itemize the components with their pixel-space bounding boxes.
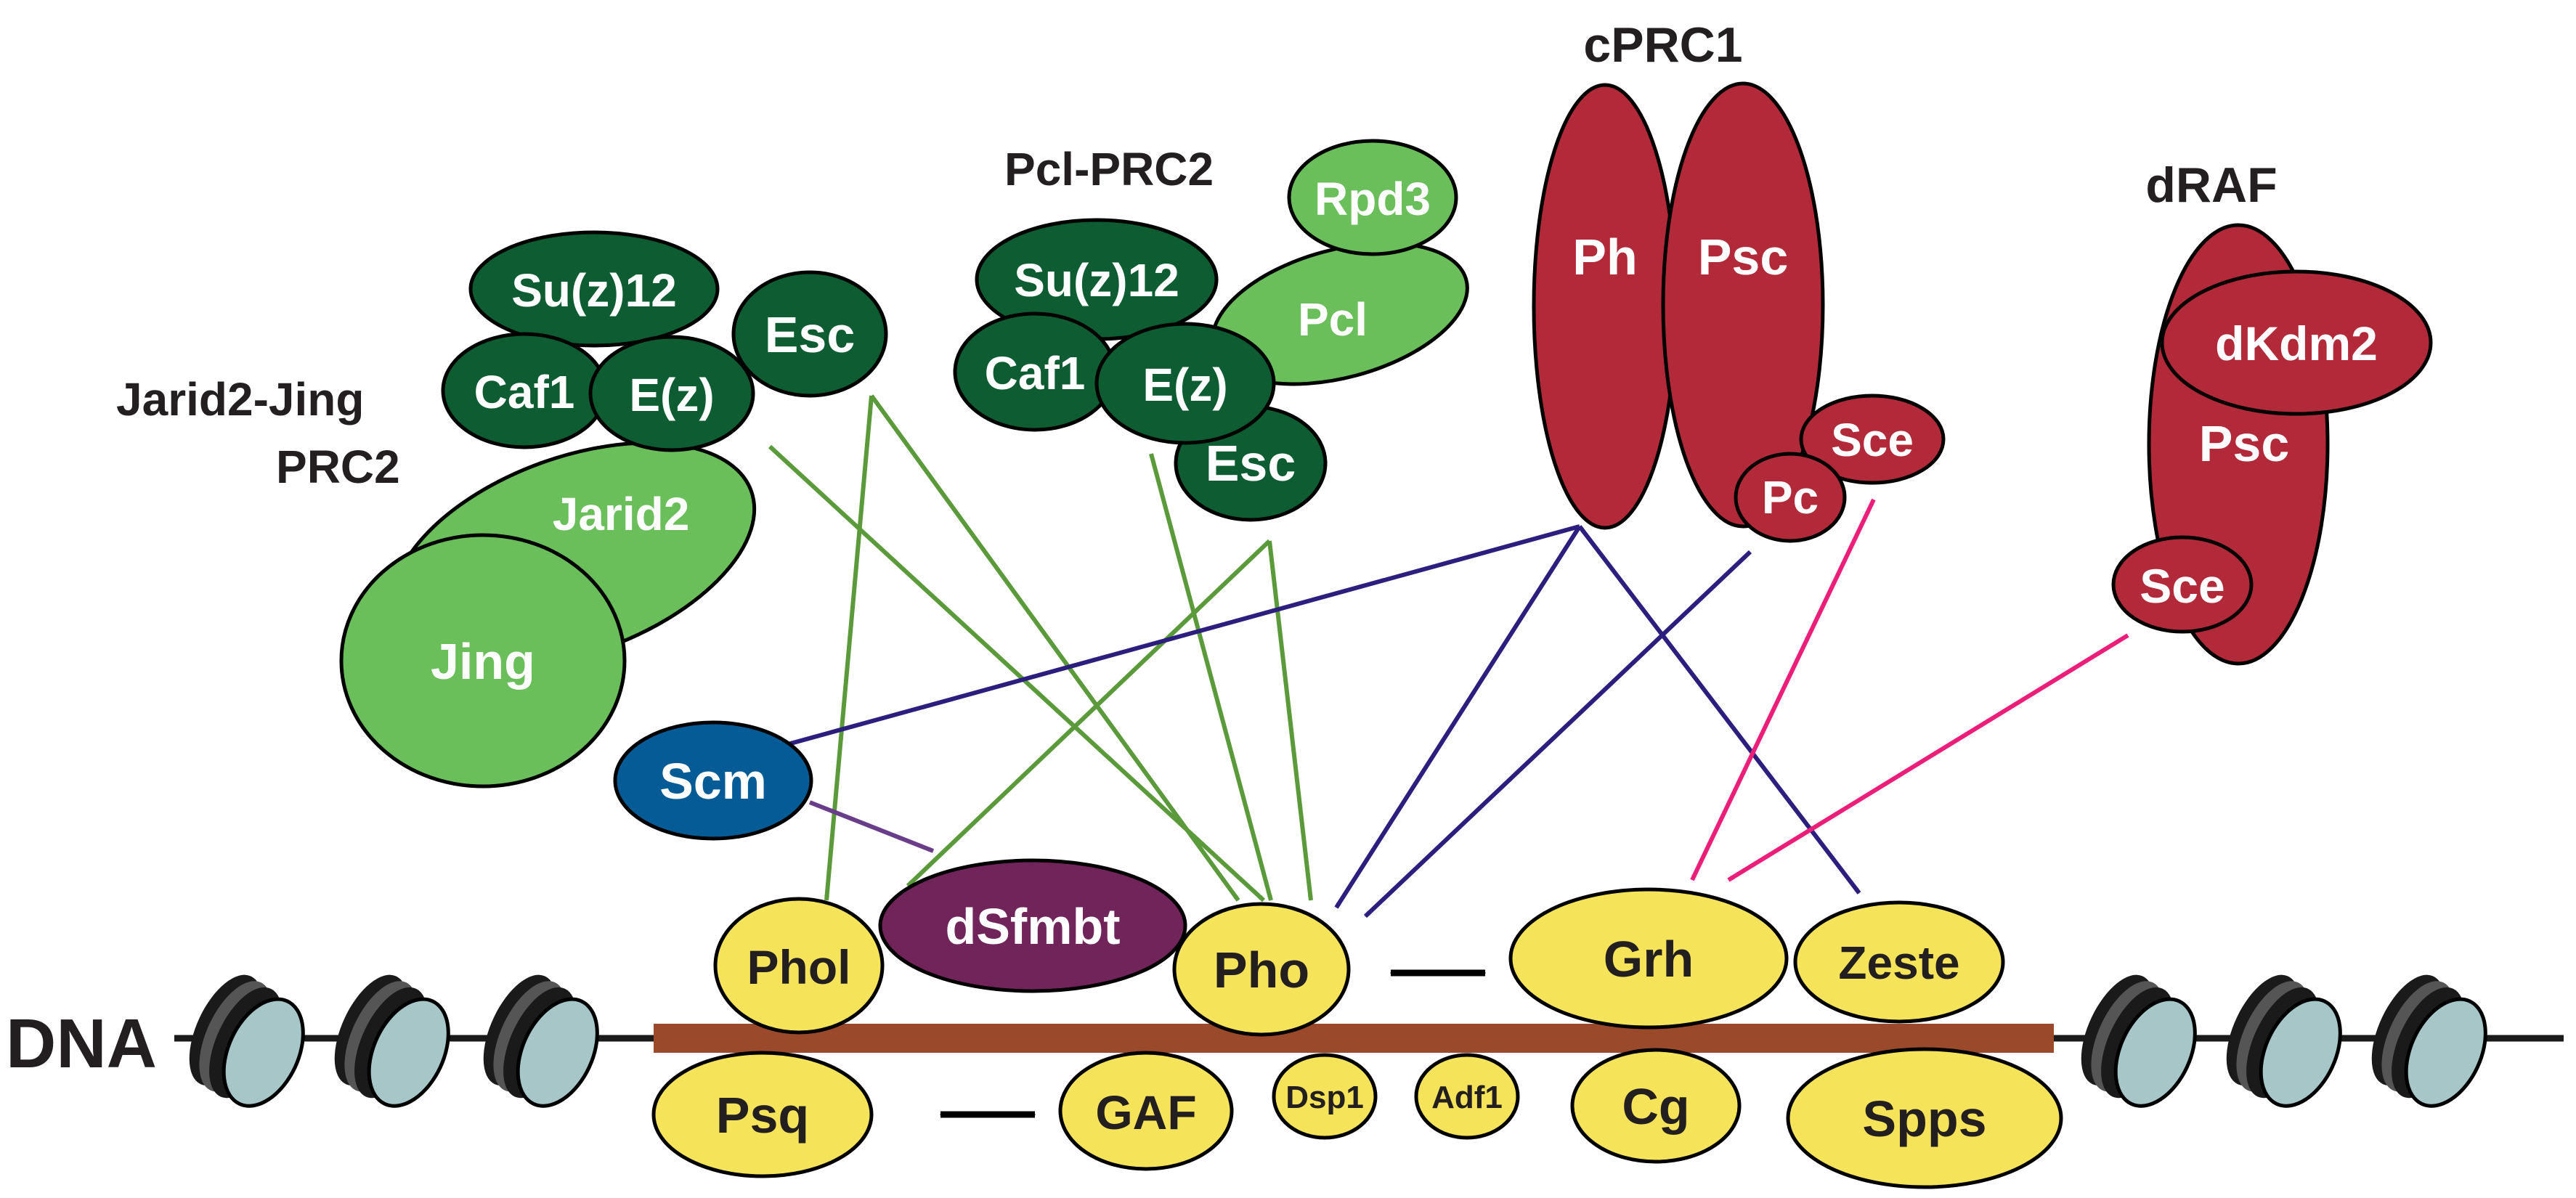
psc-label: Psc xyxy=(1698,229,1789,285)
arrow-draf-sce-to-grh xyxy=(1727,633,2129,882)
jarid2-jing-prc2-complex: Jarid2-Jing PRC2 Jarid2 Jing Esc Su(z)12… xyxy=(116,230,888,789)
rpd3-node xyxy=(1287,139,1458,256)
zeste-label: Zeste xyxy=(1838,937,1959,989)
ez-node xyxy=(1094,322,1276,445)
dna-label: DNA xyxy=(6,1005,157,1083)
zeste-node xyxy=(1793,900,2005,1024)
sce-label: Sce xyxy=(1831,414,1914,466)
scm-label: Scm xyxy=(659,753,767,810)
pcl-label: Pcl xyxy=(1298,293,1368,346)
rpd3-label: Rpd3 xyxy=(1315,173,1431,225)
scm-node xyxy=(613,720,813,841)
jing-node xyxy=(339,533,627,789)
jarid2-label: Jarid2 xyxy=(553,488,690,540)
draf-complex: dRAF Psc dKdm2 Sce xyxy=(2111,158,2433,666)
arrows-sce xyxy=(1690,498,2129,882)
cprc1-title: cPRC1 xyxy=(1583,17,1742,73)
pho-label: Pho xyxy=(1214,942,1309,998)
draf-title: dRAF xyxy=(2145,158,2277,213)
jing-label: Jing xyxy=(431,633,535,690)
nucleosome xyxy=(189,974,305,1108)
nucleosome xyxy=(2226,974,2342,1108)
ph-node xyxy=(1532,83,1678,530)
esc-label: Esc xyxy=(1206,435,1296,492)
nucleosome xyxy=(2081,974,2197,1108)
dsp1-node xyxy=(1272,1053,1378,1140)
nucleosomes-left xyxy=(189,974,599,1108)
caf1-label: Caf1 xyxy=(985,347,1086,399)
ez-label: E(z) xyxy=(1142,359,1227,411)
cg-label: Cg xyxy=(1622,1078,1689,1135)
arrow-scm-to-dsfmbt xyxy=(808,800,935,853)
cg-node xyxy=(1570,1048,1742,1164)
ez-node xyxy=(588,335,755,452)
sce-label: Sce xyxy=(2140,559,2224,613)
pho-node xyxy=(1172,902,1351,1037)
grh-label: Grh xyxy=(1604,931,1694,987)
arrow-sce-to-grh xyxy=(1690,498,1876,881)
ez-label: E(z) xyxy=(629,369,714,421)
nucleosomes-right xyxy=(2081,974,2487,1108)
arrow-pc-to-pho xyxy=(1363,550,1752,918)
gaf-label: GAF xyxy=(1095,1085,1196,1139)
adf1-node xyxy=(1414,1053,1520,1140)
arrow-cprc1-to-scm xyxy=(787,524,1580,746)
arrows-prc1 xyxy=(787,524,1861,918)
sce-node xyxy=(2111,535,2254,634)
arrow-esc-to-phol xyxy=(824,395,874,901)
cprc1-complex: cPRC1 Ph Psc Sce Pc xyxy=(1532,17,1946,543)
arrow-cprc1-to-zeste xyxy=(1577,525,1861,895)
dsfmbt-label: dSfmbt xyxy=(945,898,1120,955)
dna-binding-region-bar xyxy=(654,1024,2054,1053)
pcl-prc2-complex: Pcl-PRC2 Pcl Rpd3 Su(z)12 Esc Caf1 E(z) xyxy=(953,139,1469,522)
dna-binding-proteins-lower: Psq GAF Dsp1 Adf1 Cg Spps xyxy=(651,1047,2063,1189)
caf1-label: Caf1 xyxy=(474,366,575,418)
psc-node xyxy=(1661,81,1825,529)
phol-label: Phol xyxy=(747,940,851,994)
esc-label: Esc xyxy=(765,306,856,363)
jarid2-jing-prc2-title-line2: PRC2 xyxy=(276,441,400,493)
nucleosome xyxy=(483,974,599,1108)
grh-node xyxy=(1508,887,1789,1030)
adf1-label: Adf1 xyxy=(1431,1080,1503,1115)
nucleosome xyxy=(334,974,450,1108)
phol-node xyxy=(713,897,885,1035)
arrow-esc-to-pho xyxy=(869,394,1240,902)
psc-label: Psc xyxy=(2199,415,2290,472)
esc-node xyxy=(731,270,888,398)
arrow-pcl-esc-to-pho xyxy=(1267,540,1313,901)
dkdm2-node xyxy=(2160,269,2433,416)
pc-node xyxy=(1734,452,1847,543)
psq-label: Psq xyxy=(716,1087,809,1144)
arrow-pcl-esc-to-dsfmbt xyxy=(906,539,1272,888)
gaf-node xyxy=(1058,1051,1234,1171)
arrow-cprc1-to-pho xyxy=(1334,525,1582,909)
arrows-prc2 xyxy=(768,394,1313,902)
nucleosome xyxy=(2371,974,2487,1108)
psq-node xyxy=(651,1051,874,1178)
sce-node xyxy=(1799,394,1946,485)
ph-label: Ph xyxy=(1572,229,1637,285)
suz12-label: Su(z)12 xyxy=(1014,254,1179,306)
arrow-ez-to-pho xyxy=(768,444,1266,902)
dsfmbt-node xyxy=(878,858,1187,993)
suz12-node xyxy=(468,230,720,348)
dkdm2-label: dKdm2 xyxy=(2215,317,2378,370)
spps-node xyxy=(1786,1047,2063,1189)
suz12-label: Su(z)12 xyxy=(511,264,677,317)
jarid2-jing-prc2-title-line1: Jarid2-Jing xyxy=(116,373,364,425)
spps-label: Spps xyxy=(1862,1091,1986,1147)
pcl-prc2-title: Pcl-PRC2 xyxy=(1004,143,1214,195)
pc-label: Pc xyxy=(1762,471,1819,523)
dsp1-label: Dsp1 xyxy=(1285,1080,1364,1115)
arrow-pcl-ez-to-pho xyxy=(1149,453,1273,901)
dna-binding-proteins-upper: Phol dSfmbt Pho Grh Zeste xyxy=(713,858,2005,1037)
